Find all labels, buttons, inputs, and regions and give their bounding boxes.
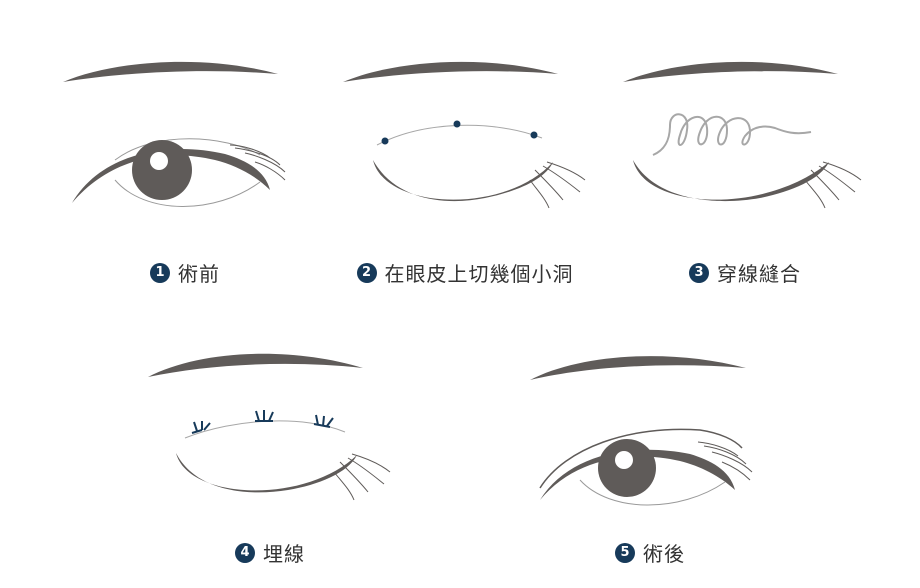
buried-knot [191,421,211,434]
eye-crease [114,138,261,161]
incision-line [376,124,543,146]
eyelashes [697,441,753,481]
eyebrow [148,353,363,377]
step-number-badge: 1 [150,262,170,283]
step-3-panel: 3 穿線縫合 [615,40,875,290]
step-label: 穿線縫合 [717,262,801,286]
buried-knot [313,414,334,428]
incision-illustration [343,61,586,209]
incision-dot [453,120,461,128]
step-5-panel: 5 術後 [520,330,780,580]
eyebrow [343,61,558,82]
eye-before-illustration [63,61,286,207]
eyelashes [529,161,586,209]
double-eyelid-fold [539,428,743,489]
lower-eyelid [579,479,726,506]
closed-eyelid [373,160,553,202]
iris [132,140,192,200]
step-3-caption: 3 穿線縫合 [615,258,875,287]
step-number-badge: 3 [689,262,709,283]
step-label: 術前 [178,262,220,286]
step-number-badge: 4 [235,542,255,563]
eyelashes [804,161,862,209]
closed-eyelid [176,453,357,493]
eyebrow [623,61,838,82]
step-2-panel: 2 在眼皮上切幾個小洞 [335,40,595,290]
eyebrow [530,356,746,380]
eyebrow [63,61,278,82]
step-label: 在眼皮上切幾個小洞 [384,262,574,286]
buried-suture-illustration [148,353,391,501]
suture-illustration [623,61,862,209]
pupil-highlight [615,451,633,469]
step-number-badge: 2 [356,262,377,283]
incision-dot [381,137,389,145]
pupil-highlight [150,152,168,170]
eyelashes [333,453,391,501]
step-label: 術後 [643,542,685,566]
closed-eyelid [633,160,829,202]
incision-dot [530,131,538,139]
step-4-panel: 4 埋線 [140,330,400,580]
eye-after-illustration [530,356,753,506]
step-number-badge: 5 [615,542,635,563]
step-5-caption: 5 術後 [520,538,780,567]
eyelashes [229,144,286,181]
step-1-panel: 1 術前 [55,40,315,290]
lower-eyelid [114,179,261,207]
buried-knot [255,410,274,422]
step-4-caption: 4 埋線 [140,538,400,567]
upper-eyelid [72,148,270,203]
step-2-caption: 2 在眼皮上切幾個小洞 [335,258,595,287]
step-label: 埋線 [263,542,305,566]
suture-thread [652,113,812,156]
upper-eyelid [540,449,735,500]
step-1-caption: 1 術前 [55,258,315,287]
